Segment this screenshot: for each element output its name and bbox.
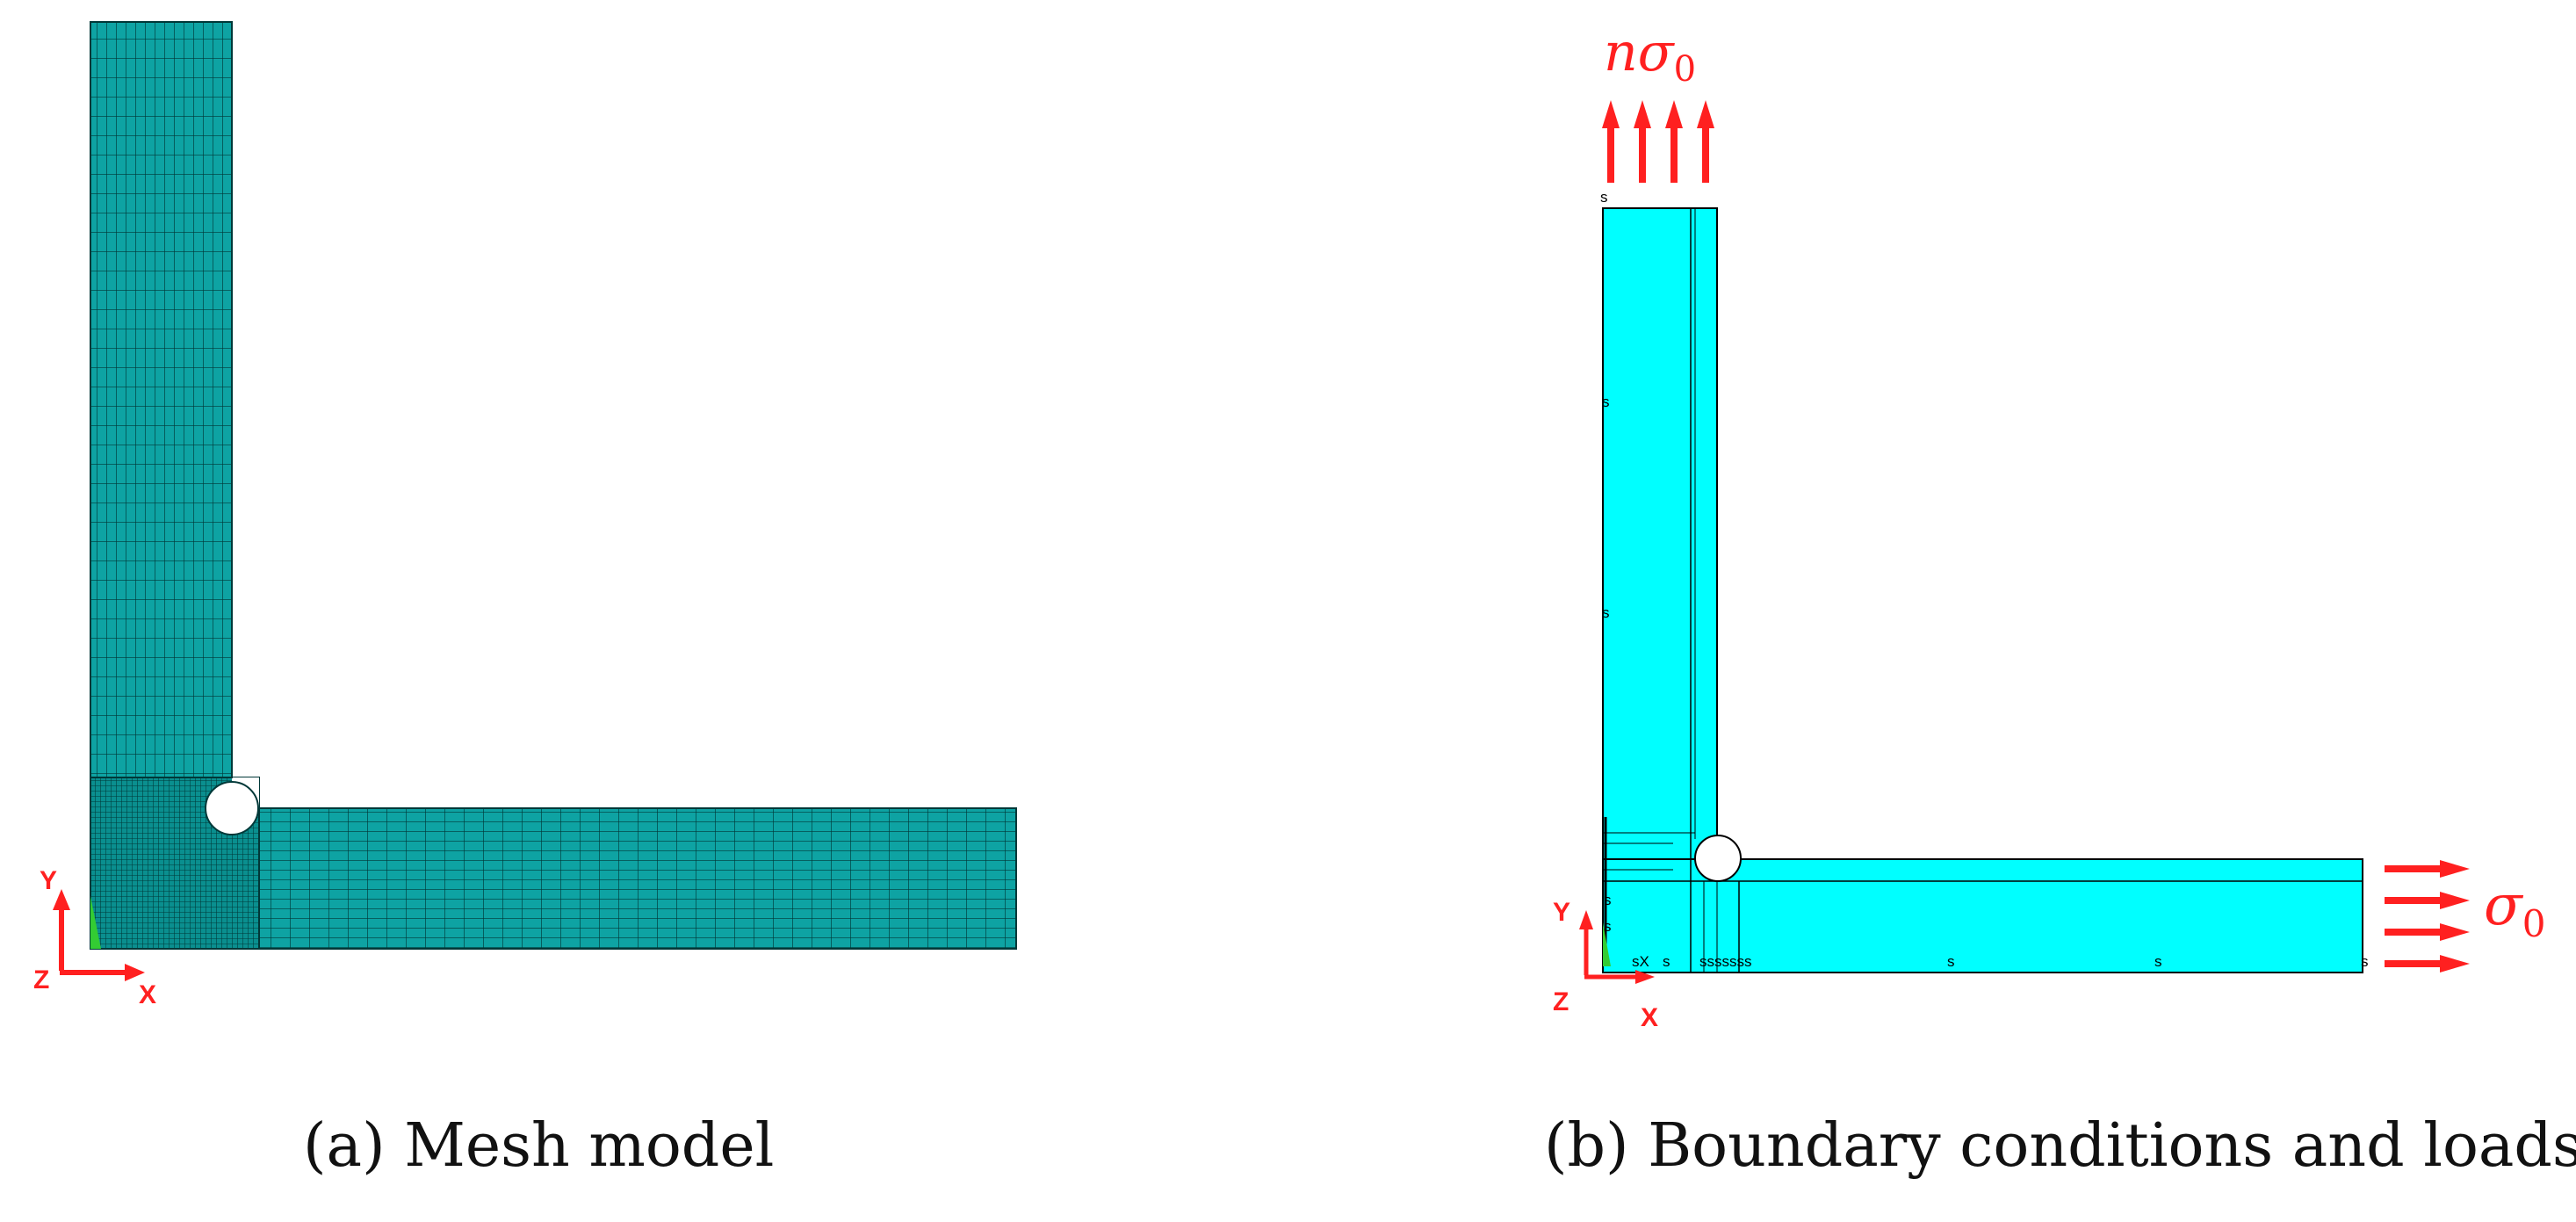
bc-symbol: s bbox=[1947, 953, 1955, 970]
bc-symbol: s bbox=[1602, 604, 1610, 621]
green-axis-marker bbox=[90, 896, 101, 949]
y-axis-label: Y bbox=[40, 866, 57, 895]
right-load-label: σ0 bbox=[2484, 873, 2545, 945]
bc-symbol: s bbox=[1600, 189, 1608, 206]
bc-vertical-arm bbox=[1602, 207, 1718, 973]
mesh-horizontal-arm bbox=[258, 807, 1017, 950]
bc-origin-marker: sX bbox=[1632, 953, 1649, 970]
load-arrow-up bbox=[1697, 100, 1714, 183]
bc-notch-hole bbox=[1694, 835, 1742, 882]
load-arrow-up bbox=[1602, 100, 1620, 183]
x-axis-label: X bbox=[139, 980, 156, 1009]
boundary-condition-symbols: s s s s s sX s sssssss s s s bbox=[1600, 189, 2369, 970]
z-axis-label: Z bbox=[33, 965, 49, 994]
load-arrow-up bbox=[1665, 100, 1683, 183]
top-load-label: nσ0 bbox=[1604, 22, 1696, 90]
coordinate-triad-b: Y X Z bbox=[1553, 898, 1658, 1032]
z-axis-label: Z bbox=[1553, 987, 1569, 1016]
bc-symbol: s bbox=[1663, 953, 1670, 970]
caption-boundary-conditions: (b) Boundary conditions and loads bbox=[1544, 1111, 2576, 1181]
right-load-arrows bbox=[2385, 860, 2470, 973]
bc-symbol-cluster: sssssss bbox=[1699, 953, 1752, 970]
bc-symbol: s bbox=[2361, 953, 2369, 970]
bc-model-panel bbox=[1602, 207, 2363, 973]
x-axis-label: X bbox=[1641, 1003, 1658, 1032]
bc-symbol: s bbox=[2154, 953, 2162, 970]
top-load-arrows bbox=[1602, 100, 1714, 183]
load-arrow-right bbox=[2385, 892, 2470, 909]
load-arrow-right bbox=[2385, 860, 2470, 878]
caption-mesh-model: (a) Mesh model bbox=[303, 1111, 775, 1181]
bc-symbol: s bbox=[1602, 394, 1610, 410]
load-arrow-right bbox=[2385, 923, 2470, 941]
green-axis-marker bbox=[1603, 922, 1611, 966]
load-arrow-right bbox=[2385, 955, 2470, 973]
mesh-model-panel bbox=[90, 21, 1017, 950]
bc-symbol: s bbox=[1604, 918, 1612, 935]
bc-symbol: s bbox=[1604, 892, 1612, 908]
y-axis-label: Y bbox=[1553, 898, 1570, 927]
mesh-notch-hole bbox=[205, 781, 259, 835]
mesh-vertical-arm bbox=[90, 21, 233, 778]
load-arrow-up bbox=[1634, 100, 1651, 183]
coordinate-triad-a: Y X Z bbox=[33, 866, 156, 1009]
